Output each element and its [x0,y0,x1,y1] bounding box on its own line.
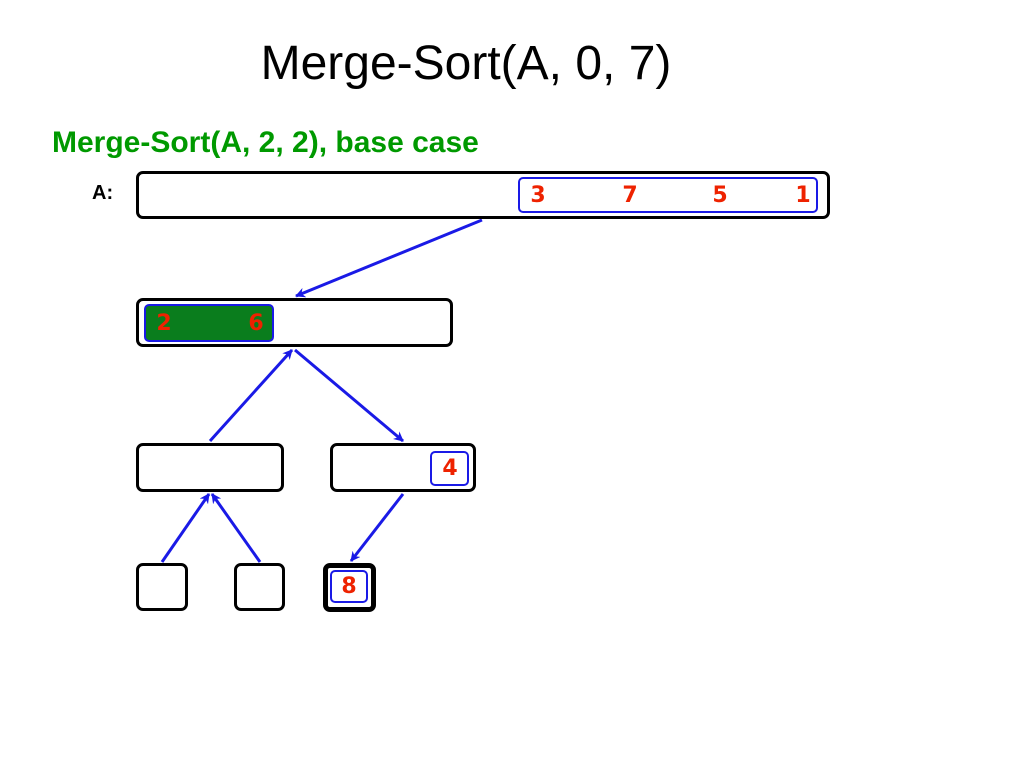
arrow-level1-to-level2-right [294,348,404,443]
root-subarray-highlight [518,177,818,213]
level2-right-subarray [430,451,469,486]
level2-right-value: 4 [442,456,458,481]
arrow-level2-right-to-level3-c [349,493,405,562]
arrow-level3-a-to-level2-left [160,493,211,563]
step-caption: Merge-Sort(A, 2, 2), base case [52,126,479,159]
arrow-level3-b-to-level2-left [210,493,262,563]
root-value: 1 [795,183,811,208]
level1-active-subarray [144,304,274,342]
root-value: 5 [712,183,728,208]
root-value: 7 [622,183,638,208]
level3-a-box [136,563,188,611]
level2-left-box [136,443,284,492]
array-root-box [136,171,830,219]
arrow-root-to-level1 [295,218,483,298]
arrow-level2-left-to-level1 [208,348,294,443]
slide-title: Merge-Sort(A, 0, 7) [260,37,672,90]
level1-value: 6 [248,311,264,336]
level3-b-box [234,563,285,611]
level3-c-subarray [330,570,368,603]
level3-c-value: 8 [341,574,357,599]
root-value: 3 [530,183,546,208]
level1-value: 2 [156,311,172,336]
array-label: A: [92,182,114,204]
